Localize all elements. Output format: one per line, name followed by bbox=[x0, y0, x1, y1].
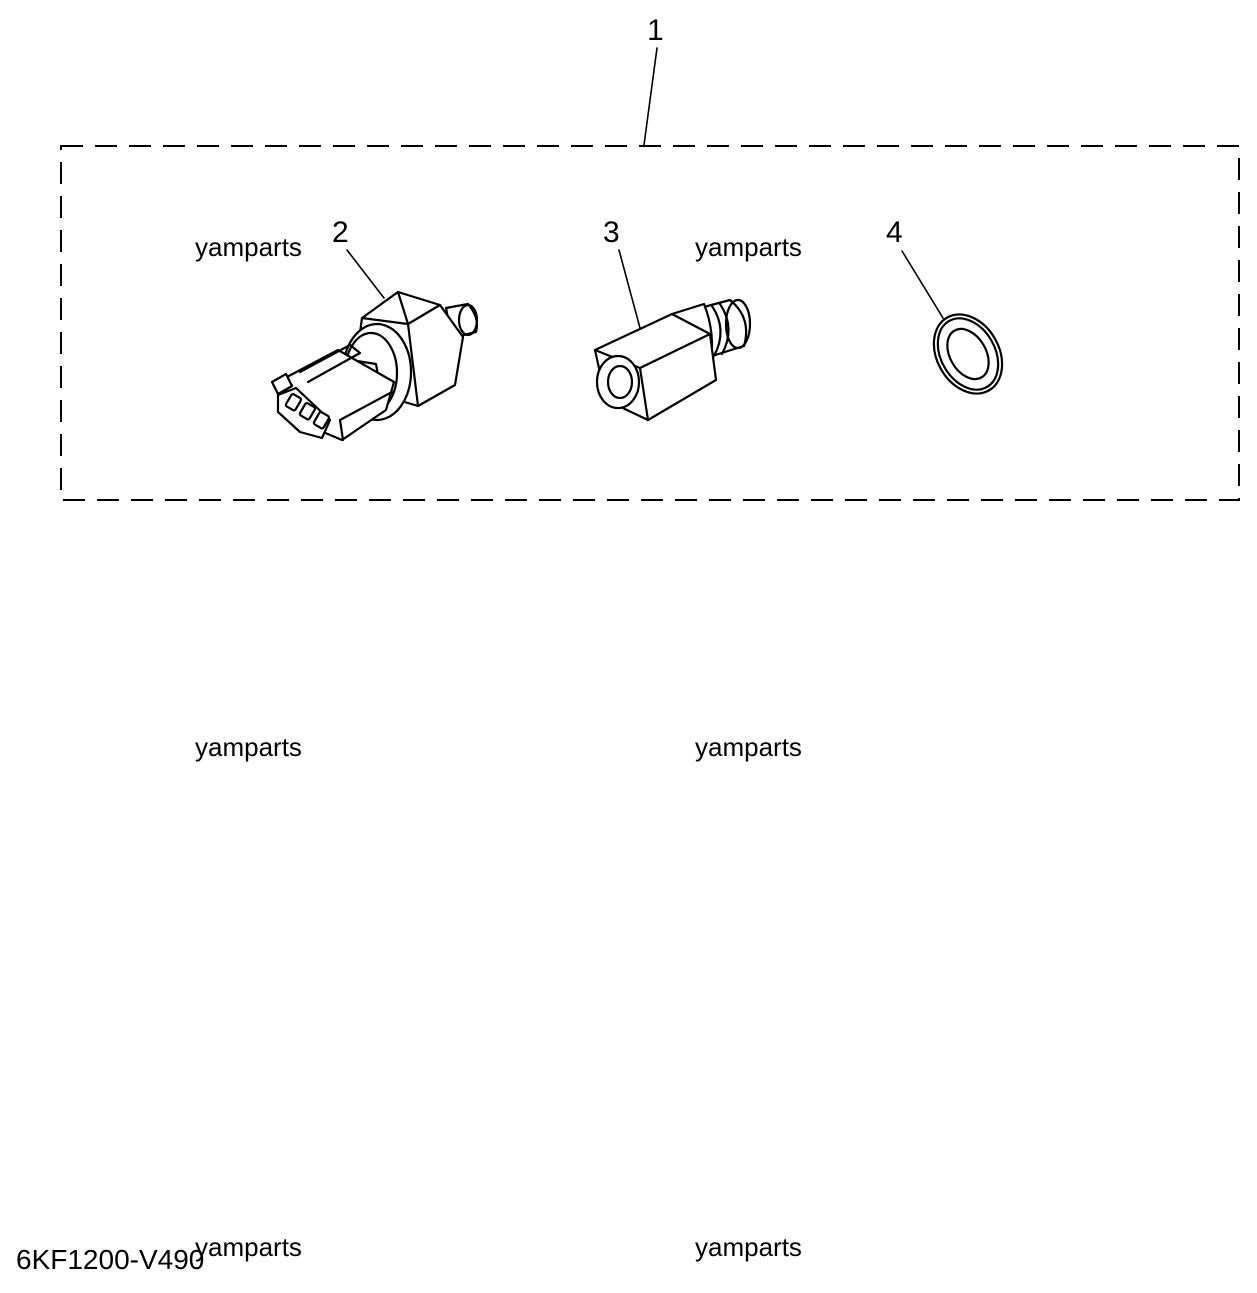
assembly-group-box bbox=[60, 145, 1240, 501]
callout-3[interactable]: 3 bbox=[603, 216, 641, 329]
svg-text:2: 2 bbox=[332, 216, 349, 249]
watermark-text: yamparts bbox=[195, 232, 302, 262]
svg-text:4: 4 bbox=[886, 216, 903, 249]
watermark-text: yamparts bbox=[695, 1232, 802, 1262]
svg-text:3: 3 bbox=[603, 216, 620, 249]
watermark-text: yamparts bbox=[695, 232, 802, 262]
callout-2[interactable]: 2 bbox=[332, 216, 385, 299]
svg-text:1: 1 bbox=[647, 14, 664, 47]
watermark-text: yamparts bbox=[695, 732, 802, 762]
part-4-gasket[interactable] bbox=[920, 302, 1016, 406]
part-3-adapter-fitting[interactable] bbox=[593, 298, 752, 422]
diagram-code: 6KF1200-V490 bbox=[16, 1244, 204, 1275]
part-2-pressure-switch[interactable] bbox=[270, 290, 479, 442]
callout-4[interactable]: 4 bbox=[886, 216, 944, 319]
watermark-text: yamparts bbox=[195, 732, 302, 762]
callout-1[interactable]: 1 bbox=[643, 14, 664, 146]
watermark-text: yamparts bbox=[195, 1232, 302, 1262]
